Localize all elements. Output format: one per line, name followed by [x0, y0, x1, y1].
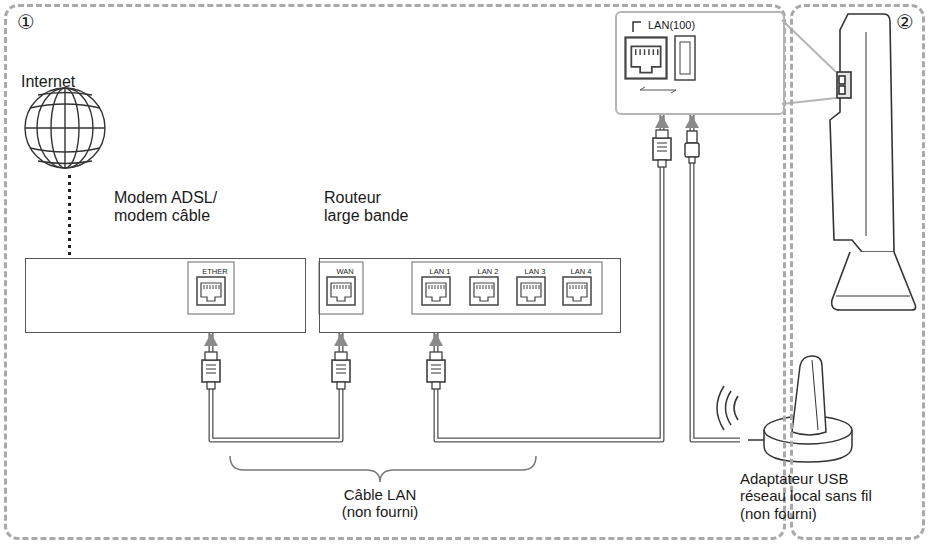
callout-number: ② [896, 11, 914, 34]
node-label: Routeur large bande [324, 189, 419, 226]
arrow-head [429, 333, 443, 346]
lan-plug [202, 352, 220, 389]
port-label: WAN [323, 268, 367, 277]
port-label: ETHER [192, 268, 238, 277]
panel-ports [625, 22, 695, 93]
port-label: LAN 2 [469, 268, 507, 277]
router-box: Routeur large bandeWANLAN 1LAN 2LAN 3LAN… [319, 258, 621, 333]
arrow-head [655, 115, 669, 128]
port-label: LAN 1 [421, 268, 459, 277]
lan-cable [204, 333, 348, 440]
callout-number: ① [17, 11, 35, 34]
arrow-head [334, 333, 348, 346]
port-label: LAN 3 [516, 268, 554, 277]
device-side-view [830, 14, 916, 310]
lan-plug [332, 352, 350, 389]
port-panel: LAN(100) [615, 11, 785, 115]
node-label: Modem ADSL/ modem câble [114, 189, 234, 226]
wireless-waves [717, 386, 738, 430]
lan-cable [685, 115, 740, 440]
lan-cable [429, 115, 669, 440]
lan-plug [427, 352, 445, 389]
wireless-adapter [748, 356, 852, 462]
lan-plug [653, 130, 671, 167]
node-label: Adaptateur USB réseau local sans fil (no… [740, 470, 890, 522]
port-label: LAN 4 [562, 268, 600, 277]
arrow-head [685, 115, 699, 128]
region-frame: ①InternetModem ADSL/ modem câbleETHERRou… [4, 4, 786, 540]
port-label: LAN(100) [648, 19, 695, 32]
cable-label: Câble LAN (non fourni) [330, 486, 430, 521]
internet-node: Internet [21, 73, 118, 175]
node-label: Internet [21, 73, 115, 91]
region-frame: ② [790, 4, 925, 540]
cable-bracket [230, 456, 536, 482]
arrow-head [204, 333, 218, 346]
dotted-link [69, 175, 70, 258]
globe-icon [25, 88, 105, 168]
router-ports [319, 262, 602, 314]
usb-plug [685, 131, 699, 163]
modem-box: Modem ADSL/ modem câbleETHER [25, 258, 306, 333]
adapter-node: Adaptateur USB réseau local sans fil (no… [740, 350, 893, 538]
